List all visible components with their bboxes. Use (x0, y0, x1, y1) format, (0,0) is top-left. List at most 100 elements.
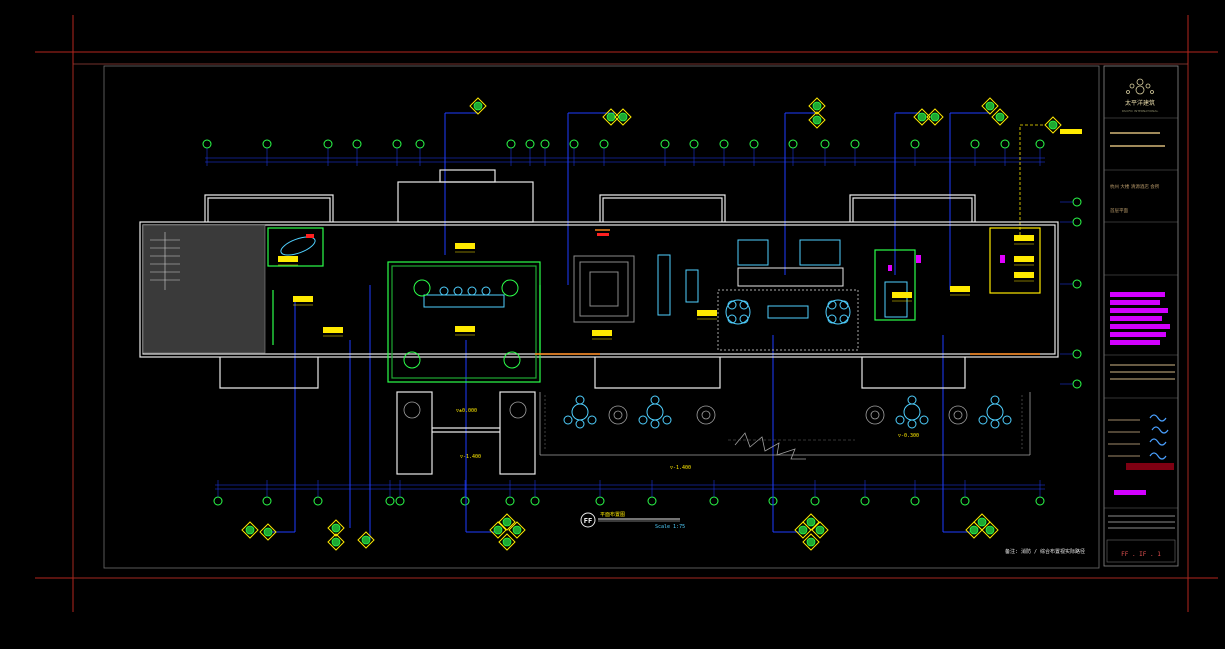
section-marker-bubble (502, 537, 512, 547)
level-tag (892, 292, 912, 298)
drawing-note: 备注: 消防 / 综合布置视实际路径 (1005, 548, 1085, 555)
level-tag (323, 327, 343, 333)
level-tag (592, 330, 612, 336)
level-outdoor: ▽-1.400 (460, 454, 481, 460)
grid-bubble (415, 139, 425, 149)
level-terrace: ▽-0.300 (898, 433, 919, 439)
section-marker (926, 108, 944, 126)
sofa-row (423, 294, 505, 308)
section-marker-bubble (985, 525, 995, 535)
drawing-title: FF 平面布置图 Scale 1:75 (580, 511, 685, 530)
magenta-fixtures (888, 255, 1005, 271)
grid-bubble (506, 139, 516, 149)
grid-bubble (352, 139, 362, 149)
project-name: 杭州 大楼 清源酒店 会所 (1110, 183, 1160, 190)
grid-bubble (820, 139, 830, 149)
grid-axes-top (202, 139, 1045, 166)
lounge-sofa-a (737, 239, 769, 266)
level-tag (697, 310, 717, 316)
grid-bubble (530, 496, 540, 506)
grid-bubble (313, 496, 323, 506)
section-marker-bubble (263, 527, 273, 537)
level-tag (455, 243, 475, 249)
red-tag (306, 233, 609, 238)
section-marker (981, 521, 999, 539)
section-marker (327, 533, 345, 551)
grid-bubble (213, 496, 223, 506)
grid-bubble (1035, 139, 1045, 149)
section-marker-bubble (1048, 120, 1058, 130)
bottom-dimension-line (215, 484, 1045, 490)
sheet-border (72, 63, 1189, 579)
display-case (573, 255, 635, 323)
section-marker-bubble (473, 101, 483, 111)
company-name: 太平洋建筑 (1125, 99, 1155, 107)
section-marker (327, 519, 345, 537)
section-marker-bubble (512, 525, 522, 535)
grid-bubble (599, 139, 609, 149)
planters (403, 392, 1031, 460)
section-marker (802, 513, 820, 531)
drawing-border (103, 65, 1100, 569)
level-road: ▽-1.400 (670, 465, 691, 471)
drawing-name: 首层平面 (1110, 207, 1128, 214)
grid-bubble (1072, 349, 1082, 359)
drawing-title-name: 平面布置图 (600, 511, 625, 518)
lounge-sofa-b (799, 239, 841, 266)
section-marker (498, 513, 516, 531)
section-marker-bubble (606, 112, 616, 122)
section-marker-bubble (806, 517, 816, 527)
section-marker-bubble (806, 537, 816, 547)
section-marker-bubble (815, 525, 825, 535)
furniture (280, 236, 1012, 429)
section-marker-bubble (331, 537, 341, 547)
section-marker-bubble (331, 523, 341, 533)
sheet-number: FF . IF . 1 (1121, 551, 1161, 558)
grid-bubble (385, 496, 395, 506)
section-markers (241, 97, 1062, 551)
interior-partitions (267, 227, 1041, 383)
section-marker (241, 521, 259, 539)
section-marker-bubble (812, 101, 822, 111)
top-dimension-line (205, 157, 1045, 163)
grid-bubble (1072, 197, 1082, 207)
grid-bubble (1072, 217, 1082, 227)
section-marker-bubble (812, 115, 822, 125)
signature-area (1149, 414, 1169, 460)
grid-bubble (860, 496, 870, 506)
section-marker-bubble (995, 112, 1005, 122)
grid-bubble (392, 139, 402, 149)
drawing-title-code: FF (584, 517, 592, 525)
section-marker (808, 97, 826, 115)
threshold-lines (535, 229, 1040, 355)
level-tag (455, 326, 475, 332)
drawing-scale: Scale 1:75 (655, 524, 685, 530)
grid-bubble (709, 496, 719, 506)
section-marker-bubble (502, 517, 512, 527)
section-marker (991, 108, 1009, 126)
company-subtitle: PACIFIC INTERNATIONAL (1122, 109, 1159, 113)
section-marker-bubble (985, 101, 995, 111)
grid-bubble (540, 139, 550, 149)
section-marker (489, 521, 507, 539)
grid-bubble (788, 139, 798, 149)
level-tags (278, 235, 1034, 340)
bar-counter (657, 254, 671, 316)
section-marker-bubble (977, 517, 987, 527)
section-marker-bubble (930, 112, 940, 122)
section-marker (469, 97, 487, 115)
reception-counter (280, 236, 316, 256)
grid-bubble (1072, 379, 1082, 389)
level-tag (1014, 235, 1034, 241)
grid-bubble (660, 139, 670, 149)
building-walls (139, 169, 1059, 475)
revision-highlight-bars (1110, 292, 1170, 345)
grid-bubble (910, 496, 920, 506)
section-marker (614, 108, 632, 126)
grid-bubble (749, 139, 759, 149)
grid-bubble (525, 139, 535, 149)
hedge (544, 395, 1023, 450)
level-tag (278, 256, 298, 262)
section-marker (913, 108, 931, 126)
